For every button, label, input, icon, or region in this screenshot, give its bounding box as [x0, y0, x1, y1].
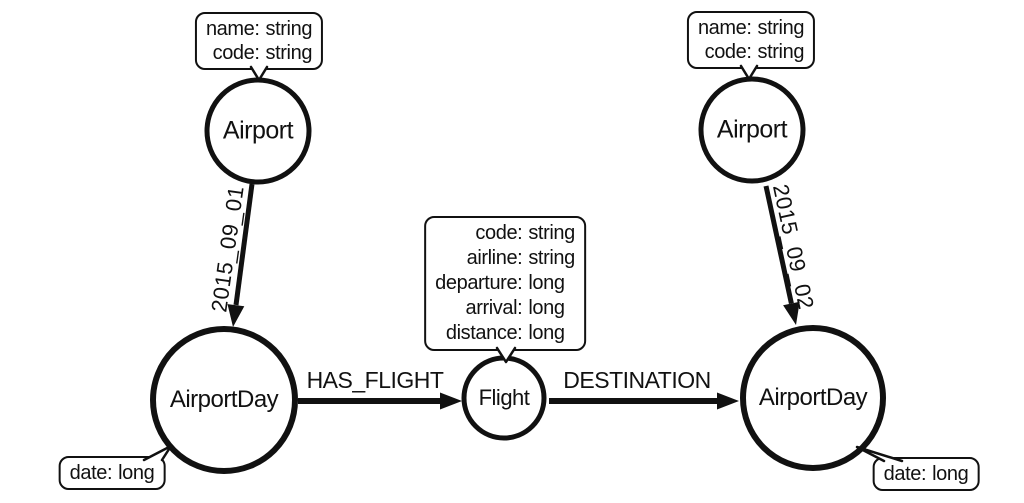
edge-has-flight-arrowhead-icon: [440, 392, 462, 410]
airportday-left-properties-callout: date: long: [58, 456, 166, 490]
property-name: date:: [69, 462, 113, 484]
destination-edge-label: DESTINATION: [563, 367, 711, 393]
property-name: date:: [883, 463, 927, 485]
airportday-left-node-circle: [150, 326, 298, 474]
property-type: string: [528, 222, 575, 244]
airportday-right-label: AirportDay: [758, 384, 868, 411]
property-type: long: [528, 322, 565, 344]
edge-date-right-arrowhead-icon: [783, 301, 800, 325]
property-type: string: [757, 41, 805, 63]
property-type: string: [265, 18, 313, 40]
edge-date-left-arrowhead-icon: [227, 304, 245, 327]
property-name: departure:: [435, 272, 523, 294]
property-type: long: [528, 297, 565, 319]
property-type: long: [932, 463, 969, 485]
airportday-right-node-circle: [740, 325, 886, 471]
property-name: name:: [697, 17, 752, 39]
flight-label: Flight: [478, 385, 530, 410]
edge-date-right-line: [763, 185, 794, 305]
property-name: distance:: [445, 322, 523, 344]
property-name: name:: [205, 18, 260, 40]
airport-left-properties-callout: name: string code: string: [194, 12, 324, 70]
airport-right-label: Airport: [716, 115, 788, 144]
flight-properties-callout: code: string airline: string departure: …: [424, 216, 586, 351]
airport-right-properties-callout: name: string code: string: [686, 11, 816, 69]
has-flight-edge-label: HAS_FLIGHT: [306, 367, 444, 393]
property-type: long: [528, 272, 565, 294]
edge-destination-arrowhead-icon: [717, 392, 739, 410]
property-type: string: [265, 42, 313, 64]
airportday-left-label: AirportDay: [169, 386, 279, 413]
property-name: code:: [475, 222, 523, 244]
property-name: code:: [704, 41, 752, 63]
property-type: string: [757, 17, 805, 39]
airportday-right-properties-callout: date: long: [872, 457, 980, 491]
property-type: string: [528, 247, 575, 269]
property-name: airline:: [466, 247, 523, 269]
property-name: code:: [212, 42, 260, 64]
property-name: arrival:: [465, 297, 523, 319]
airport-left-label: Airport: [222, 116, 294, 145]
property-type: long: [118, 462, 155, 484]
edge-date-left-line: [233, 183, 255, 306]
